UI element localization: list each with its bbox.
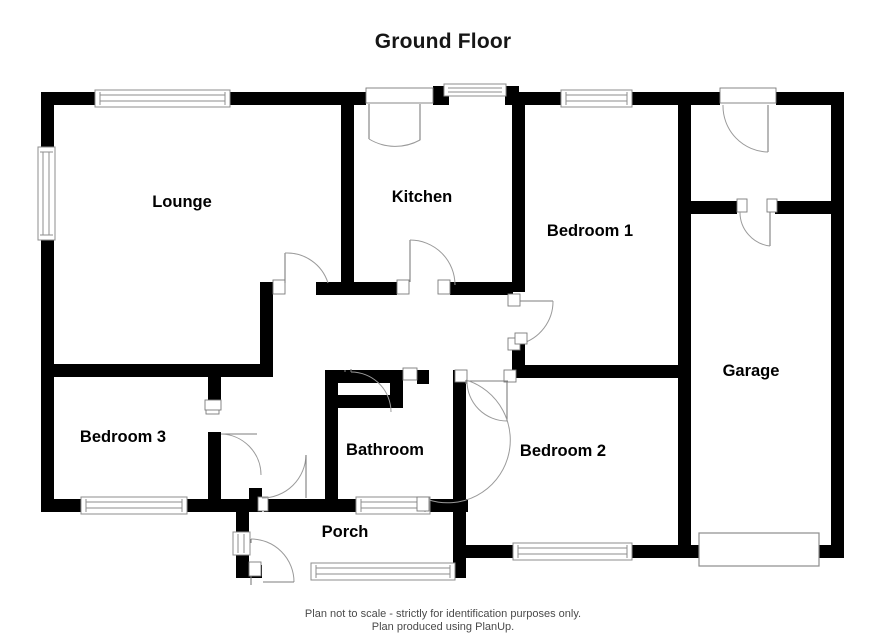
room-label-bedroom-2: Bedroom 2 — [520, 442, 606, 460]
wall-kitchen-bottom-b — [450, 282, 513, 295]
door-kitchen-top — [365, 87, 434, 147]
page-title: Ground Floor — [374, 30, 512, 53]
door-hall-small — [204, 399, 222, 411]
door-utility-top — [719, 87, 777, 153]
wall-bay-top-a — [433, 86, 443, 93]
footer-line-1: Plan not to scale - strictly for identif… — [304, 608, 582, 620]
wall-utility-bottom-b — [775, 201, 831, 214]
wall-left-upper — [41, 92, 54, 148]
plan-footer: Plan not to scale - strictly for identif… — [0, 608, 886, 634]
wall-hall-stub — [417, 370, 429, 384]
window-porch-bottom — [310, 562, 456, 581]
door-kitchen-hall — [396, 239, 456, 295]
wall-lounge-kitchen — [341, 92, 354, 282]
window-bay-top — [443, 83, 507, 97]
door-bedroom2 — [454, 369, 517, 422]
door-lounge-hall — [272, 252, 329, 295]
door-hall-porch — [416, 379, 511, 512]
window-bedroom2-bottom — [512, 542, 633, 561]
wall-bedroom2-bottom-a — [453, 545, 515, 558]
wall-porch-left — [236, 512, 249, 534]
room-label-bathroom: Bathroom — [346, 441, 424, 459]
wall-kitchen-bottom-a — [316, 282, 397, 295]
door-bathroom — [344, 367, 418, 413]
door-utility-lower — [736, 198, 778, 247]
garage-door — [698, 532, 820, 567]
window-lounge-left — [37, 146, 56, 241]
wall-right-outer — [831, 92, 844, 558]
room-label-garage: Garage — [723, 362, 780, 380]
wall-bathroom-alcove-r — [390, 370, 403, 408]
wall-utility-bottom-a — [691, 201, 737, 214]
wall-top-left-a — [41, 92, 97, 105]
window-bathroom-bottom — [355, 496, 431, 515]
wall-lounge-lower-h — [41, 364, 273, 377]
door-group — [204, 87, 778, 585]
wall-bathroom-alcove — [338, 395, 403, 408]
door-hall-corner — [514, 332, 528, 345]
window-lounge-top — [94, 89, 231, 108]
window-bedroom3-bottom — [80, 496, 188, 515]
wall-bottom-left-a — [41, 499, 83, 512]
room-label-lounge: Lounge — [152, 193, 212, 211]
door-porch-entrance — [248, 538, 295, 585]
wall-bathroom-top — [325, 370, 403, 383]
window-porch-left — [232, 531, 251, 556]
wall-bathroom-left — [325, 370, 338, 512]
room-label-bedroom-1: Bedroom 1 — [547, 222, 633, 240]
room-label-kitchen: Kitchen — [392, 188, 453, 206]
wall-porch-left-b — [236, 553, 249, 578]
wall-hall-bed1 — [512, 92, 525, 292]
wall-bathroom-right — [453, 370, 466, 512]
wall-bed1-bed2 — [512, 365, 678, 378]
door-bedroom1 — [507, 293, 554, 351]
wall-top-left-b — [228, 92, 366, 105]
wall-top-right-b — [776, 92, 844, 105]
room-label-group: Lounge Kitchen Bedroom 1 Garage Bedroom … — [80, 188, 780, 541]
wall-garage-left — [678, 92, 691, 558]
window-group — [37, 83, 820, 581]
window-bedroom1-top — [560, 89, 633, 108]
wall-bottom-porch-top — [264, 499, 358, 512]
room-label-bedroom-3: Bedroom 3 — [80, 428, 166, 446]
wall-lounge-lower-v — [260, 282, 273, 370]
wall-group — [41, 86, 844, 578]
wall-garage-bottom-b — [818, 545, 844, 558]
wall-bedroom2-bottom-b — [630, 545, 678, 558]
wall-top-right-a — [630, 92, 720, 105]
wall-bedroom3-right-b — [208, 432, 221, 499]
door-porch-inner — [257, 454, 307, 512]
footer-line-2: Plan produced using PlanUp. — [371, 621, 515, 633]
room-label-porch: Porch — [322, 523, 369, 541]
wall-bedroom3-right-a — [208, 377, 221, 407]
wall-bottom-left-b — [185, 499, 261, 512]
